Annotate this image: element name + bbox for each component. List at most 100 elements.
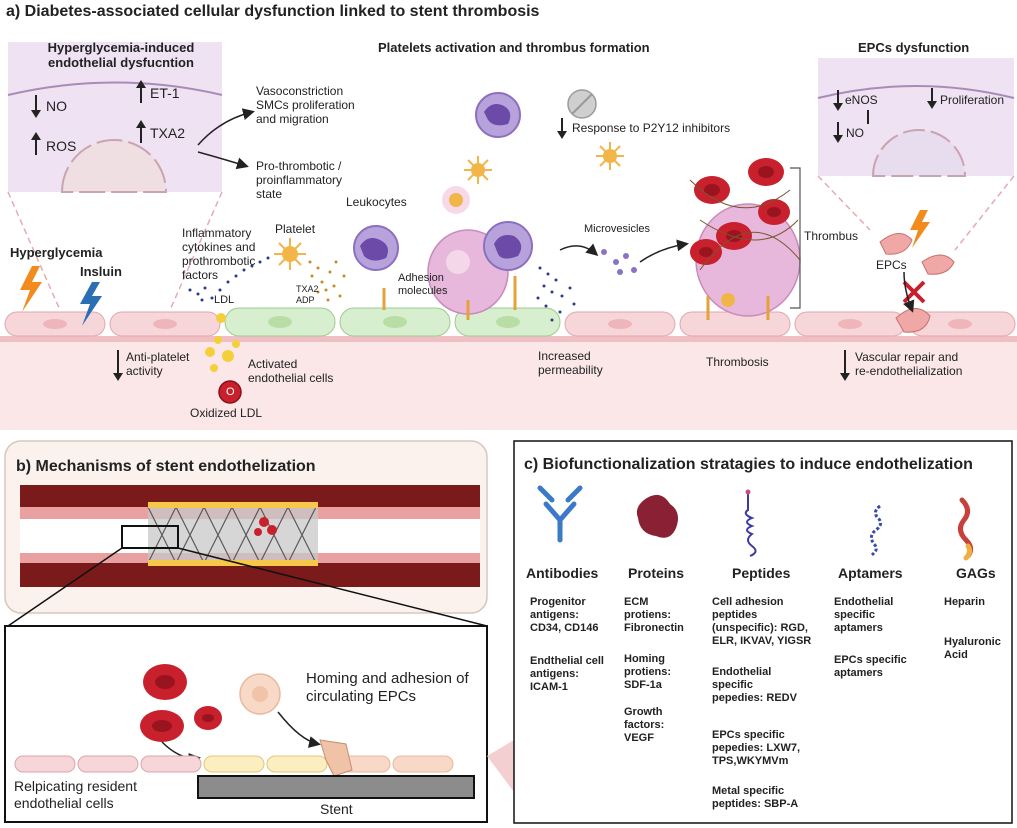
hyperglycemia-arrows xyxy=(31,80,146,155)
endothelial-cell-row xyxy=(4,307,1016,337)
epc-no-label: NO xyxy=(846,126,864,140)
p2y12-label: Response to P2Y12 inhibitors xyxy=(572,121,731,135)
oxidized-ldl-icon xyxy=(218,380,242,404)
oxidized-ldl-label: Oxidized LDL xyxy=(190,406,263,420)
zoom-rbc-cells xyxy=(140,664,222,742)
platelets-title: Platelets activation and thrombus format… xyxy=(378,40,650,55)
cytokines-label: Inflammatory cytokines and prothrombotic… xyxy=(182,226,256,282)
antibodies-item-2: Endthelial cell antigens: ICAM-1 xyxy=(530,655,604,693)
hyperglycemia-bolt-icon xyxy=(20,266,42,312)
vasoconstriction-label: Vasoconstriction SMCs proliferation and … xyxy=(256,84,355,126)
platelet-icon xyxy=(274,238,306,270)
p2y12-platelet-icon xyxy=(596,142,624,170)
gag-icon-tail xyxy=(963,543,973,561)
p2y12-down-arrowhead xyxy=(557,131,567,139)
vessel-lumen-band xyxy=(0,338,1017,430)
epcs-label: EPCs xyxy=(876,258,907,272)
category-gags: GAGs xyxy=(956,565,996,581)
txa2-adp-label: TXA2 ADP xyxy=(296,284,319,305)
category-proteins: Proteins xyxy=(628,565,685,581)
activated-label: Activated endothelial cells xyxy=(248,357,334,385)
epcs-box-title: EPCs dysfunction xyxy=(858,40,970,55)
ldl-label: LDL xyxy=(214,294,235,306)
homing-label: Homing and adhesion of circulating EPCs xyxy=(306,670,469,705)
epcs-box xyxy=(817,58,1015,251)
permeability-dots xyxy=(536,266,576,322)
insluin-label: Insluin xyxy=(80,264,122,279)
et1-label: ET-1 xyxy=(150,85,180,101)
bottom-down-arrows xyxy=(113,350,850,381)
peptides-item-2: Endothelial specific pepedies: REDV xyxy=(712,666,797,704)
arrow-to-microvesicles xyxy=(559,243,599,256)
thrombus-bracket xyxy=(790,167,801,309)
stent-strut xyxy=(197,775,475,799)
epc-bolt-icon xyxy=(910,210,930,248)
antibody-icon xyxy=(537,485,583,543)
platelet-label: Platelet xyxy=(275,222,316,236)
ros-label: ROS xyxy=(46,138,77,154)
hyperglycemia-box xyxy=(7,42,223,311)
protein-icon xyxy=(636,494,678,538)
epcs-arrows xyxy=(833,88,937,143)
peptides-item-3: EPCs specific pepedies: LXW7, TPS,WKYMVm xyxy=(712,729,801,767)
blood-vessel-stent xyxy=(20,485,480,587)
arrow-homing xyxy=(277,711,321,748)
gags-item-1: Heparin xyxy=(944,596,985,608)
proliferation-label: Proliferation xyxy=(940,93,1005,107)
panel-b-title: b) Mechanisms of stent endothelization xyxy=(16,458,316,475)
peptide-icon xyxy=(744,492,757,557)
activated-platelet-column xyxy=(427,92,533,320)
ldl-dots xyxy=(188,256,270,302)
panel-a-title: a) Diabetes-associated cellular dysfunct… xyxy=(6,3,540,20)
txa2-label: TXA2 xyxy=(150,125,186,141)
epc-cells xyxy=(879,233,955,333)
replicating-label: Relpicating resident endothelial cells xyxy=(14,778,137,811)
zoom-endothelial-row xyxy=(14,739,454,777)
zoom-line-left xyxy=(7,547,123,627)
hyperglycemia-label: Hyperglycemia xyxy=(10,245,103,260)
proteins-item-2: Homing protiens: SDF-1a xyxy=(624,653,672,691)
antibodies-item-1: Progenitor antigens: CD34, CD146 xyxy=(530,596,599,634)
vessel-wall-line xyxy=(0,336,1017,342)
aptamers-item-2: EPCs specific aptamers xyxy=(834,654,907,679)
gags-item-2: Hyaluronic Acid xyxy=(944,636,1001,661)
oxidized-marker: O xyxy=(226,386,235,398)
zoom-selection-box xyxy=(121,525,179,549)
prothrombotic-label: Pro-thrombotic / proinflammatory state xyxy=(256,159,343,201)
microvesicles-label: Microvesicles xyxy=(584,223,651,235)
vascular-repair-label: Vascular repair and re-endothelializatio… xyxy=(855,350,963,378)
aptamer-icon xyxy=(869,504,883,558)
hyperglycemia-box-title: Hyperglycemia-induced endothelial dysfuc… xyxy=(47,40,195,70)
panel-connector xyxy=(487,740,514,792)
leukocyte-icon xyxy=(353,225,399,271)
thrombus-label: Thrombus xyxy=(804,229,859,243)
aptamers-item-1: Endothelial specific aptamers xyxy=(834,596,894,634)
ldl-yellow-particles xyxy=(205,313,240,372)
peptide-head xyxy=(745,489,751,495)
insulin-bolt-icon xyxy=(80,282,102,326)
anti-platelet-label: Anti-platelet activity xyxy=(126,350,190,378)
thrombus-cluster xyxy=(689,158,801,320)
proteins-item-1: ECM protiens: Fibronectin xyxy=(624,596,684,634)
peptides-item-1: Cell adhesion peptides (unspecific): RGD… xyxy=(712,596,812,647)
arrow-to-thrombus xyxy=(639,239,689,263)
arrow-epc-down xyxy=(903,271,915,313)
peptides-item-4: Metal specific peptides: SBP-A xyxy=(712,785,799,810)
txa2-adp-dots xyxy=(308,260,346,302)
arrow-to-prothrombotic xyxy=(197,151,249,170)
microvesicles xyxy=(601,249,637,275)
leukocytes-label: Leukocytes xyxy=(346,195,407,209)
category-antibodies: Antibodies xyxy=(526,565,599,581)
p2y12-pill-icon xyxy=(567,89,597,119)
proteins-item-3: Growth factors: VEGF xyxy=(624,706,665,744)
thrombosis-label: Thrombosis xyxy=(706,355,769,369)
arrow-to-vasoconstriction xyxy=(197,108,255,146)
zoom-line-right xyxy=(177,547,488,627)
panel-c-box xyxy=(513,440,1013,824)
zoom-epc-nucleus xyxy=(252,686,268,702)
no-label: NO xyxy=(46,98,67,114)
permeability-label: Increased permeability xyxy=(538,349,603,377)
enos-label: eNOS xyxy=(845,93,878,107)
adhesion-label: Adhesion molecules xyxy=(398,272,448,297)
